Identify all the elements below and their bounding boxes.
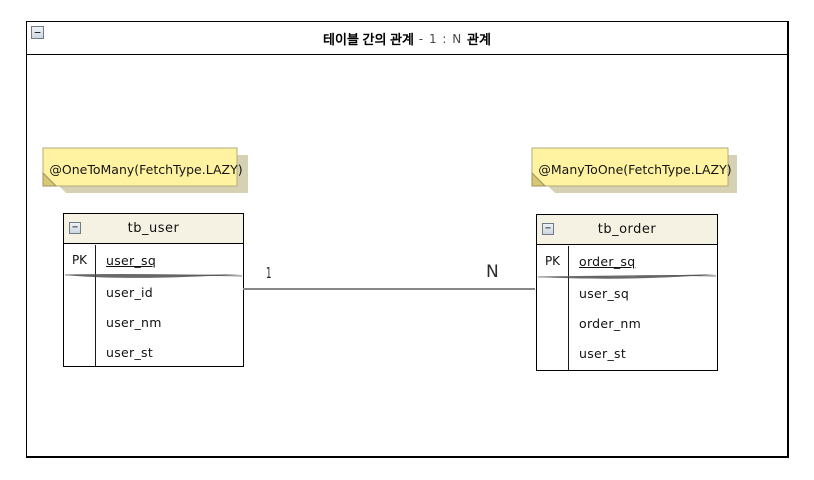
field-name: user_id	[106, 284, 154, 300]
sticky-note-shape	[531, 147, 737, 193]
field-name: user_sq	[579, 285, 630, 301]
entity-header: − tb_user	[64, 214, 243, 244]
table-row[interactable]: PK user_sq	[64, 245, 243, 275]
frame-title-suffix: 관계	[467, 32, 491, 47]
pk-field-name: user_sq	[106, 252, 157, 268]
table-row[interactable]: PK order_sq	[537, 246, 717, 276]
frame-title-prefix: 테이블 간의 관계	[323, 32, 414, 47]
relationship-connector-line[interactable]	[243, 288, 535, 290]
note-many-to-one-text: @ManyToOne(FetchType.LAZY)	[538, 162, 732, 177]
entity-tb-user[interactable]: − tb_user PK user_sq user_id	[63, 213, 244, 367]
pk-key-label: PK	[71, 253, 88, 267]
relationship-label-1: 1	[265, 264, 272, 282]
entity-title: tb_user	[127, 221, 180, 236]
note-body	[531, 147, 729, 187]
table-row[interactable]: user_nm	[64, 307, 243, 337]
entity-body: PK order_sq user_sq order_nm user	[537, 246, 717, 370]
field-name: user_st	[106, 344, 154, 360]
note-body	[42, 147, 238, 187]
hand-drawn-row-divider	[64, 274, 243, 278]
pk-field-name: order_sq	[579, 253, 636, 269]
entity-collapse-icon[interactable]: −	[69, 222, 81, 234]
table-row[interactable]: user_st	[64, 337, 243, 367]
pk-cell-empty	[537, 338, 568, 368]
table-row[interactable]: order_nm	[537, 308, 717, 338]
pk-cell-empty	[64, 337, 95, 367]
field-name: user_st	[579, 345, 627, 361]
note-fold-corner	[531, 171, 547, 187]
frame-collapse-icon[interactable]: −	[31, 26, 44, 39]
pk-cell-empty	[64, 307, 95, 337]
field-name: user_nm	[106, 314, 162, 330]
hand-drawn-row-divider	[537, 274, 717, 279]
frame-title: 테이블 간의 관계 - 1 : N 관계	[27, 22, 787, 55]
pk-cell-empty	[537, 308, 568, 338]
entity-body: PK user_sq user_id user_nm user_s	[64, 245, 243, 366]
entity-tb-order[interactable]: − tb_order PK order_sq user_sq	[536, 214, 718, 371]
field-name: order_nm	[579, 315, 642, 331]
pk-cell-empty	[537, 278, 568, 308]
sticky-note-many-to-one[interactable]: @ManyToOne(FetchType.LAZY)	[531, 147, 737, 195]
frame-titlebar: − 테이블 간의 관계 - 1 : N 관계	[27, 22, 787, 55]
relationship-label-n: N	[486, 262, 499, 282]
pk-column-divider	[568, 246, 569, 370]
table-row[interactable]: user_sq	[537, 278, 717, 308]
entity-header: − tb_order	[537, 215, 717, 245]
diagram-frame[interactable]: − 테이블 간의 관계 - 1 : N 관계 @OneToMany(FetchT…	[26, 21, 789, 458]
table-row[interactable]: user_id	[64, 277, 243, 307]
entity-title: tb_order	[597, 222, 657, 237]
table-row[interactable]: user_st	[537, 338, 717, 368]
pk-column-divider	[95, 245, 96, 366]
entity-collapse-icon[interactable]: −	[542, 223, 554, 235]
note-one-to-many-text: @OneToMany(FetchType.LAZY)	[49, 162, 243, 177]
sticky-note-one-to-many[interactable]: @OneToMany(FetchType.LAZY)	[42, 147, 248, 195]
pk-cell-empty	[64, 277, 95, 307]
note-fold-corner	[42, 171, 58, 187]
pk-key-label: PK	[544, 254, 561, 268]
frame-title-relation: - 1 : N	[413, 31, 468, 46]
sticky-note-shape	[42, 147, 248, 193]
